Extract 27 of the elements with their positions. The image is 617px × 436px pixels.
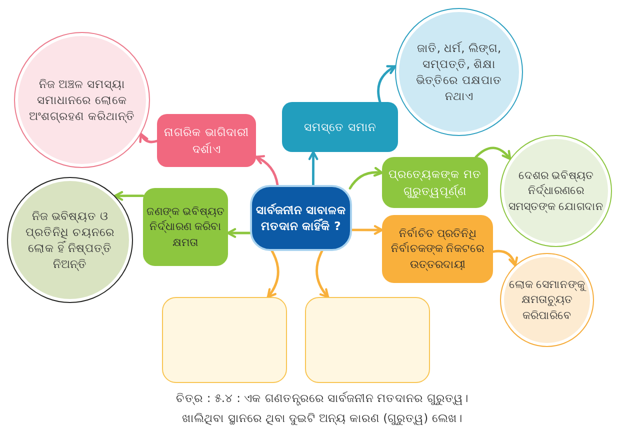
arrow [377,65,396,104]
note-circle: ଜାତି, ଧର୍ମ, ଲିଙ୍ଗ, ସମ୍ପତ୍ତି, ଶିକ୍ଷା ଭିତ୍ତିରେ ପକ୍ଷପାତ ନଥାଏ [395,8,523,136]
question-box: ସାର୍ବଜନୀନ ସାବାଳକ ମତଦାନ କାହିଁକି ? [250,185,352,251]
caption: ଚିତ୍ର : ୫.୪ : ଏକ ଗଣତନ୍ତ୍ରରେ ସାର୍ବଜନୀନ ମତଦାନର ଗୁରୁତ୍ୱ। [175,390,469,406]
reason-box: ଜଣଙ୍କ ଭବିଷ୍ୟତ ନିର୍ଦ୍ଧାରଣ କରିବା କ୍ଷମତା [143,188,228,266]
answer-box [162,297,287,383]
arrow [266,250,280,298]
arrow [308,150,318,186]
note-circle: ନିଜ ଭବିଷ୍ୟତ ଓ ପ୍ରତିନିଧି ଚୟନରେ ଲୋକ ହିଁ ନିଷ୍ପତ୍ତି ନିଅନ୍ତି [7,177,133,303]
arrow [348,167,384,190]
arrow [350,225,384,235]
arrow [226,228,252,238]
arrow [474,146,512,160]
arrow [492,250,518,266]
note-circle: ନିଜ ଅଞ୍ଚଳ ସମସ୍ୟା ସମାଧାନରେ ଲୋକେ ଅଂଶଗ୍ରହଣ କରିଥାନ୍ତି [14,32,150,168]
instruction-text: ଖାଲିଥିବା ସ୍ଥାନରେ ଥିବା ଦୁଇଟି ଅନ୍ୟ କାରଣ (ଗୁରୁତ୍ୱ) ଲେଖ। [181,410,463,426]
arrow [114,191,144,201]
arrow [254,155,279,186]
arrow [140,132,158,144]
note-circle: ଲୋକ ସେମାନଙ୍କୁ କ୍ଷମତାଚ୍ୟୁତ କରିପାରିବେ [500,253,594,347]
reason-box: ନାଗରିକ ଭାଗିଦାରୀ ଦର୍ଶାଏ [157,114,256,167]
reason-box: ନିର୍ବାଚିତ ପ୍ରତିନିଧି ନିର୍ବାଚକଙ୍କ ନିକଟରେ ଉତ୍ତରଦାୟୀ [382,215,493,283]
answer-box [305,297,430,383]
reason-box: ପ୍ରତ୍ୟେକଙ୍କ ମତ ଗୁରୁତ୍ୱପୂର୍ଣ୍ଣ [382,157,488,208]
note-circle: ଦେଶର ଭବିଷ୍ୟତ ନିର୍ଦ୍ଧାରଣରେ ସମସ୍ତଙ୍କ ଯୋଗଦାନ [500,135,612,247]
reason-box: ସମସ୍ତେ ସମାନ [282,102,398,152]
arrow [316,250,330,298]
